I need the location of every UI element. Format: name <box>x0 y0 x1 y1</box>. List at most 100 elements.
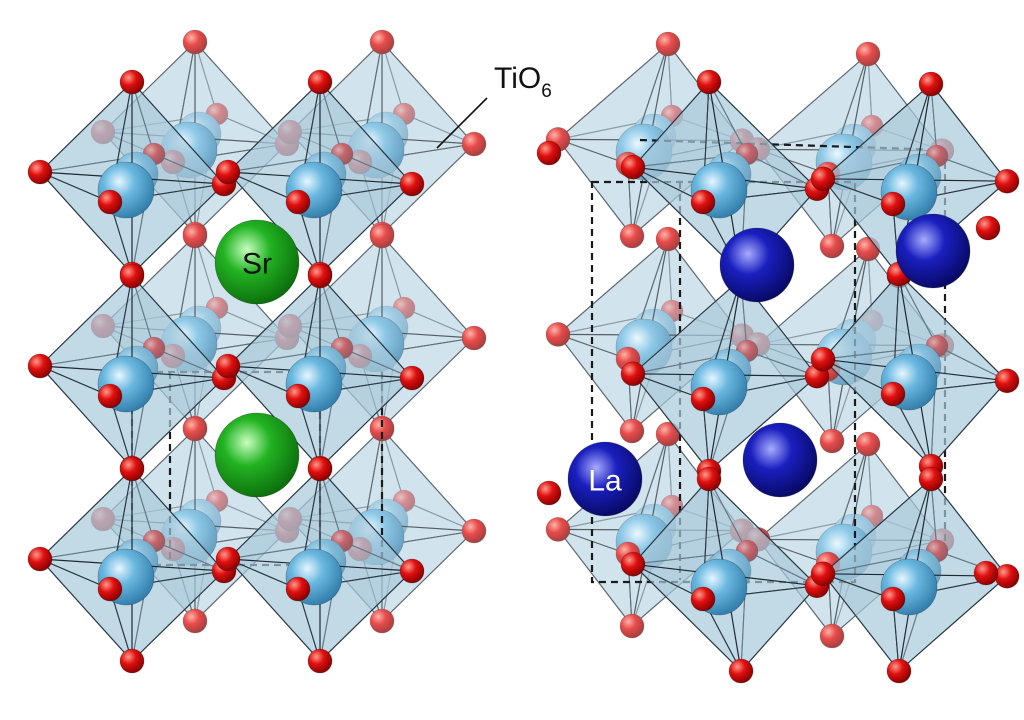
tio6-octahedron <box>27 69 237 287</box>
tio6-octahedron <box>27 456 237 674</box>
oxygen-atom <box>307 456 333 482</box>
oxygen-atom <box>97 576 123 602</box>
oxygen-atom <box>369 608 395 634</box>
tio6-octahedron <box>810 261 1020 479</box>
oxygen-atom <box>461 131 487 157</box>
oxygen-atom <box>461 518 487 544</box>
oxygen-atom <box>536 140 562 166</box>
oxygen-atom <box>182 223 208 249</box>
oxygen-atom <box>886 658 912 684</box>
oxygen-atom <box>369 223 395 249</box>
oxygen-atom <box>655 226 681 252</box>
oxygen-atom <box>620 154 646 180</box>
oxygen-atom <box>307 648 333 674</box>
lanthanum-atom <box>742 422 818 498</box>
oxygen-atom <box>855 431 881 457</box>
left-structure: Sr <box>27 29 487 674</box>
oxygen-atom <box>973 560 999 586</box>
oxygen-atom <box>696 69 722 95</box>
oxygen-atom <box>819 428 845 454</box>
oxygen-atom <box>119 263 145 289</box>
oxygen-atom <box>994 168 1020 194</box>
oxygen-atom <box>119 69 145 95</box>
oxygen-atom <box>810 166 836 192</box>
oxygen-atom <box>620 551 646 577</box>
oxygen-atom <box>215 159 241 185</box>
lanthanum-atom <box>719 227 795 303</box>
oxygen-atom <box>819 623 845 649</box>
oxygen-atom <box>369 29 395 55</box>
oxygen-atom <box>215 353 241 379</box>
oxygen-atom <box>690 189 716 215</box>
tio6-leader-line <box>436 97 488 149</box>
oxygen-atom <box>810 346 836 372</box>
oxygen-atom <box>90 313 116 339</box>
tio6-octahedron <box>27 263 237 481</box>
oxygen-atom <box>855 41 881 67</box>
oxygen-atom <box>810 561 836 587</box>
oxygen-atom <box>285 189 311 215</box>
oxygen-atom <box>880 191 906 217</box>
oxygen-atom <box>277 313 303 339</box>
oxygen-atom <box>182 29 208 55</box>
oxygen-atom <box>994 563 1020 589</box>
oxygen-atom <box>536 480 562 506</box>
oxygen-atom <box>728 658 754 684</box>
tio6-label-subscript: 6 <box>541 81 552 102</box>
oxygen-atom <box>97 383 123 409</box>
oxygen-atom <box>461 325 487 351</box>
oxygen-atom <box>619 613 645 639</box>
unit-cell-edge <box>130 370 322 567</box>
oxygen-atom <box>90 119 116 145</box>
oxygen-atom <box>819 233 845 259</box>
oxygen-atom <box>975 215 1001 241</box>
oxygen-atom <box>696 466 722 492</box>
oxygen-atom <box>399 365 425 391</box>
oxygen-atom <box>619 418 645 444</box>
oxygen-atom <box>97 189 123 215</box>
oxygen-atom <box>27 159 53 185</box>
oxygen-atom <box>285 576 311 602</box>
oxygen-atom <box>994 368 1020 394</box>
oxygen-atom <box>215 546 241 572</box>
tio6-octahedron <box>215 69 425 287</box>
strontium-atom <box>214 412 300 498</box>
oxygen-atom <box>27 353 53 379</box>
oxygen-atom <box>545 517 571 542</box>
strontium-atom <box>214 219 300 305</box>
tio6-octahedron <box>215 456 425 674</box>
oxygen-atom <box>655 31 681 57</box>
oxygen-atom <box>119 648 145 674</box>
oxygen-atom <box>119 456 145 482</box>
strontium-label: Sr <box>242 248 272 281</box>
tio6-octahedron <box>620 466 830 684</box>
oxygen-atom <box>277 506 303 532</box>
oxygen-atom <box>90 506 116 532</box>
oxygen-atom <box>399 558 425 584</box>
tio6-octahedron <box>277 416 487 634</box>
oxygen-atom <box>918 71 944 97</box>
oxygen-atom <box>545 322 571 347</box>
tio6-label-main: TiO <box>494 62 541 95</box>
label-layer: TiO6 <box>436 62 552 149</box>
lanthanum-label: La <box>588 465 622 498</box>
oxygen-atom <box>690 386 716 412</box>
lanthanum-atom <box>895 213 971 289</box>
unit-cell-edge <box>639 138 946 152</box>
oxygen-atom <box>399 171 425 197</box>
oxygen-atom <box>285 383 311 409</box>
oxygen-atom <box>369 416 395 442</box>
tio6-label: TiO6 <box>494 62 552 102</box>
oxygen-atom <box>880 381 906 407</box>
right-structure: La <box>536 31 1020 684</box>
oxygen-atom <box>307 69 333 95</box>
oxygen-atom <box>277 119 303 145</box>
oxygen-atom <box>307 263 333 289</box>
lanthanum-atom <box>567 441 643 517</box>
oxygen-atom <box>880 586 906 612</box>
tio6-octahedron <box>215 263 425 481</box>
oxygen-atom <box>918 466 944 492</box>
oxygen-atom <box>690 586 716 612</box>
oxygen-atom <box>182 608 208 634</box>
